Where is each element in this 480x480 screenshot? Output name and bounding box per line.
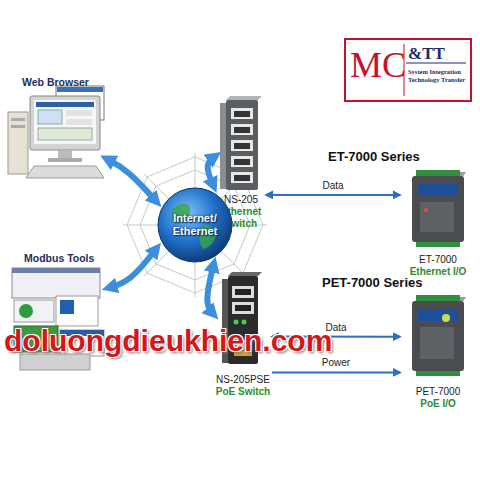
device-type: PoE I/O [420, 398, 456, 410]
computer-node: Web Browser [8, 76, 106, 186]
logo-box: MC&TT System Integration Technology Trans… [344, 38, 472, 102]
logo-tagline: System Integration Technology Transfer [408, 68, 470, 84]
ethernet-switch-illustration [226, 96, 262, 100]
computer-illustration [38, 128, 92, 140]
ethernet-switch-illustration [234, 111, 250, 117]
poe-switch-illustration [232, 302, 254, 314]
poe-io-illustration [412, 301, 464, 371]
globe-label: Internet/ Ethernet [167, 212, 223, 238]
poe-switch-illustration [235, 305, 251, 311]
watermark: doluongdieukhien.com [4, 324, 332, 359]
io-module-node: PET-7000PoE I/O [400, 295, 476, 410]
data-arrow [272, 371, 400, 373]
software-illustration [19, 304, 33, 318]
computer-illustration [48, 158, 82, 162]
ethernet-io-illustration [412, 170, 466, 247]
poe-io-illustration [412, 295, 466, 376]
device-type: PoE Switch [216, 386, 270, 398]
data-arrow [266, 194, 400, 196]
software-illustration [60, 300, 74, 314]
internet-globe: Internet/ Ethernet [157, 187, 233, 263]
ethernet-io-illustration [412, 176, 464, 242]
ethernet-switch-illustration [226, 100, 258, 190]
node-label: Web Browser [22, 76, 89, 89]
poe-io-illustration [416, 295, 460, 301]
poe-io-illustration [420, 327, 454, 359]
ethernet-switch-illustration [234, 127, 250, 133]
computer-illustration [36, 102, 94, 107]
globe-shape [158, 188, 232, 262]
software-illustration [12, 268, 100, 273]
ethernet-switch-illustration [231, 172, 253, 183]
model-number: NS-205 [224, 194, 258, 206]
ethernet-switch-illustration [231, 140, 253, 151]
ethernet-io-illustration [418, 184, 458, 196]
io-module-node: ET-7000Ethernet I/O [400, 168, 476, 278]
logo-mark: &TT [408, 44, 445, 64]
computer-illustration [11, 125, 25, 128]
computer-illustration [58, 150, 72, 158]
poe-switch-illustration [235, 289, 251, 295]
poe-switch-illustration [228, 272, 262, 276]
poe-io-illustration [442, 314, 450, 322]
ethernet-io-illustration [424, 208, 428, 212]
network-arrow [106, 159, 157, 203]
series-heading: PET-7000 Series [322, 276, 422, 291]
computer-illustration [34, 100, 96, 144]
software-illustration [56, 296, 98, 326]
software-illustration [14, 300, 54, 322]
computer-illustration [8, 112, 28, 174]
logo-mark: MC [350, 44, 406, 87]
model-number: ET-7000 [419, 254, 457, 266]
poe-switch-illustration [232, 286, 254, 298]
edge-label: Power [322, 357, 350, 369]
computer-illustration [66, 119, 92, 125]
ethernet-switch-illustration [231, 124, 253, 135]
poe-io-illustration [418, 309, 458, 321]
poe-io-illustration [416, 371, 460, 376]
computer-illustration [30, 96, 100, 150]
ethernet-switch-illustration [234, 143, 250, 149]
ethernet-io-illustration [416, 242, 460, 247]
network-arrow [108, 248, 157, 288]
model-number: PET-7000 [416, 386, 460, 398]
network-arrow [208, 156, 216, 187]
poe-switch-illustration [234, 320, 239, 325]
model-number: NS-205PSE [216, 374, 270, 386]
ethernet-switch-illustration [234, 175, 250, 181]
ethernet-io-illustration [420, 202, 454, 232]
computer-illustration [26, 166, 104, 178]
ethernet-switch-illustration [234, 159, 250, 165]
ethernet-switch-illustration [231, 108, 253, 119]
computer-illustration [8, 86, 104, 178]
software-illustration [12, 268, 100, 298]
poe-switch-illustration [242, 320, 247, 325]
computer-illustration [11, 118, 25, 121]
computer-illustration [38, 110, 62, 124]
ethernet-io-illustration [416, 170, 460, 176]
edge-label: Data [325, 322, 346, 334]
network-arrow [207, 263, 214, 315]
ethernet-switch-illustration [231, 156, 253, 167]
edge-label: Data [322, 180, 343, 192]
network-web [123, 153, 267, 297]
ethernet-switch-illustration [220, 103, 227, 189]
series-heading: ET-7000 Series [328, 150, 420, 165]
computer-illustration [66, 110, 92, 116]
node-label: Modbus Tools [24, 252, 94, 265]
ethernet-switch-illustration [220, 96, 262, 190]
